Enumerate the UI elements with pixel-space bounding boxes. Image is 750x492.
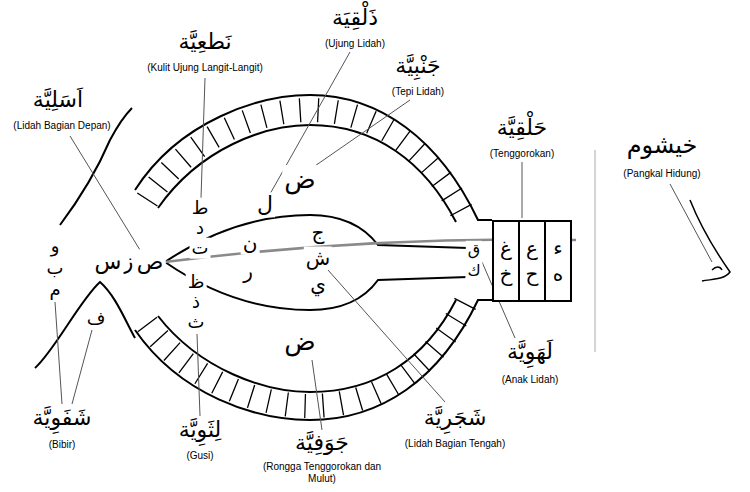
leader-line [328,270,445,402]
lower-jaw [135,300,492,420]
arabic-letter: خ [500,261,513,287]
upper-teeth [147,110,466,220]
arabic-letter: ك [465,262,482,280]
arabic-letter: ض [282,327,317,357]
throat-cell: عح [518,220,546,302]
arabic-term: لَهَوِيَّة [505,339,555,364]
arabic-term: ذَلْقِيَة [330,5,380,30]
term-translation: (Kulit Ujung Langit-Langit) [145,62,265,74]
leader-line [670,184,712,262]
leader-line [522,162,523,218]
arabic-term: شَفَوِيَّة [31,405,94,430]
leader-line [72,330,92,404]
leader-line [312,360,322,430]
arabic-term: اَسَلِيَّة [31,87,85,112]
term-translation: (Gusi) [184,450,215,462]
term-translation: (Lidah Bagian Tengah) [403,438,507,450]
arabic-letter: و [49,236,62,257]
upper-palate [135,95,492,220]
arabic-letter: د [194,218,206,239]
term-translation: (Tenggorokan) [488,148,556,160]
arabic-letter: ر [241,260,255,283]
term-translation: (Tepi Lidah) [390,86,446,98]
arabic-letter: ه [553,261,563,287]
nose-outline [690,200,730,281]
arabic-term: جَنْبِيَّة [393,53,442,78]
throat-cell: ءه [544,220,572,302]
arabic-letter: ن [241,232,260,255]
term-translation: (Anak Lidah) [500,374,561,386]
arabic-term: نَطعِيَّة [176,29,233,54]
throat-cell: غخ [492,220,520,302]
arabic-letter: ج [310,221,327,244]
arabic-letter: ف [85,308,108,329]
leader-line [201,78,205,198]
arabic-letter: ء [553,235,562,261]
arabic-letter: ت [190,238,211,259]
arabic-letter: ص [135,249,166,274]
arabic-letter: ش [304,247,332,270]
term-translation: (Bibir) [47,439,78,451]
term-translation: (Pangkal Hidung) [621,168,702,180]
arabic-letter: غ [500,235,512,261]
arabic-letter: ي [308,273,328,296]
arabic-term: حَلْقِيَّة [495,115,549,140]
lips [35,108,135,368]
term-translation: (Ujung Lidah) [323,38,387,50]
arabic-letter: ق [466,241,482,259]
arabic-term: شَجَرِيَّة [422,405,489,430]
arabic-letter: م [47,280,62,301]
separator [595,150,596,352]
teeth [147,110,467,406]
arabic-term: خيشوم [625,132,700,160]
arabic-letter: ض [282,165,317,195]
arabic-letter: ث [186,312,207,333]
leader-line [70,136,140,250]
arabic-letter: ب [45,258,66,279]
term-translation: (Rongga Tenggorokan dan Mulut) [258,461,387,484]
leader-lines [55,52,712,430]
arabic-letter: ع [526,235,538,261]
tongue-outline [165,215,468,310]
arabic-letter: ظ [186,272,207,293]
arabic-letter: ل [255,192,275,217]
arabic-letter: ذ [190,292,202,313]
leader-line [270,52,350,194]
leader-line [55,302,62,404]
leader-line [197,334,200,416]
arabic-letter: س [93,249,124,274]
arabic-letter: ط [190,198,211,219]
arabic-letter: ح [526,261,539,287]
arabic-term: جَوَفِيَّة [293,430,351,455]
lower-teeth [147,300,467,406]
term-translation: (Lidah Bagian Depan) [11,120,112,132]
arabic-term: لِثَوِيَّة [177,417,224,442]
leader-line [312,100,410,168]
